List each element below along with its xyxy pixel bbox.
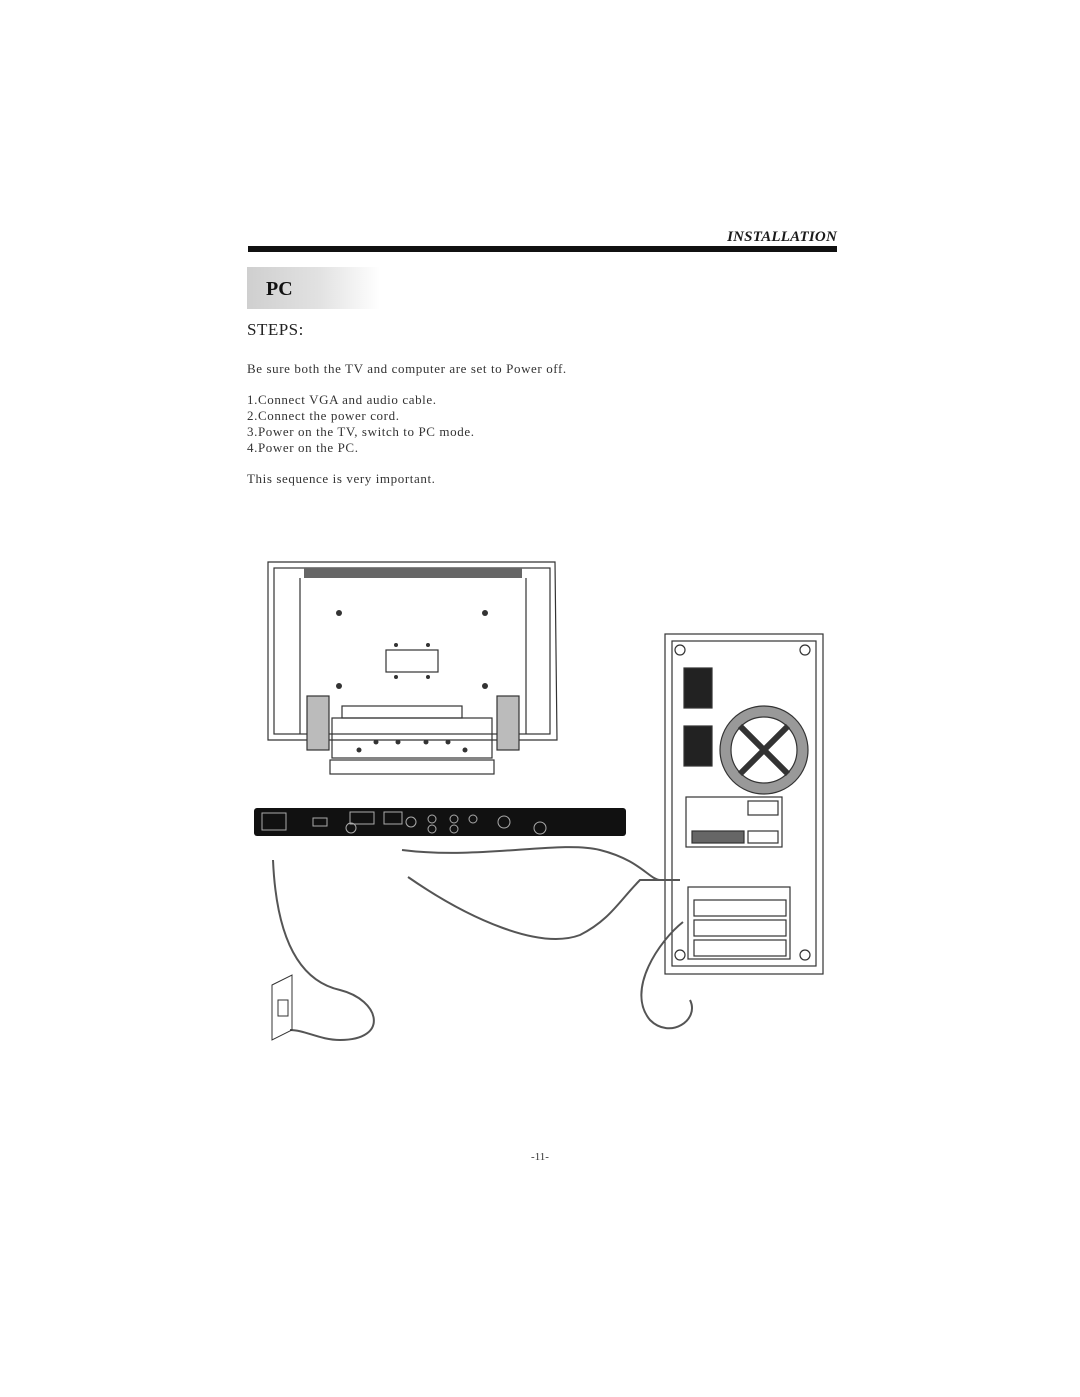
wall-outlet-illustration bbox=[271, 974, 293, 1041]
connection-diagram bbox=[254, 561, 824, 1042]
step-1: 1.Connect VGA and audio cable. bbox=[247, 392, 437, 407]
important-note: This sequence is very important. bbox=[247, 471, 436, 486]
cables bbox=[272, 846, 693, 1042]
pc-section-tab: PC bbox=[247, 267, 380, 309]
step-4: 4.Power on the PC. bbox=[247, 440, 359, 455]
intro-text: Be sure both the TV and computer are set… bbox=[247, 361, 567, 376]
step-2: 2.Connect the power cord. bbox=[247, 408, 400, 423]
pc-tower-illustration bbox=[664, 633, 824, 975]
pc-tab-label: PC bbox=[266, 278, 293, 300]
tv-back-illustration bbox=[267, 561, 558, 775]
section-title: INSTALLATION bbox=[727, 229, 837, 245]
step-3: 3.Power on the TV, switch to PC mode. bbox=[247, 424, 475, 439]
tv-connector-panel bbox=[254, 808, 626, 836]
header-rule bbox=[248, 246, 837, 252]
steps-heading: STEPS: bbox=[247, 320, 304, 339]
page-number: -11- bbox=[531, 1151, 549, 1163]
